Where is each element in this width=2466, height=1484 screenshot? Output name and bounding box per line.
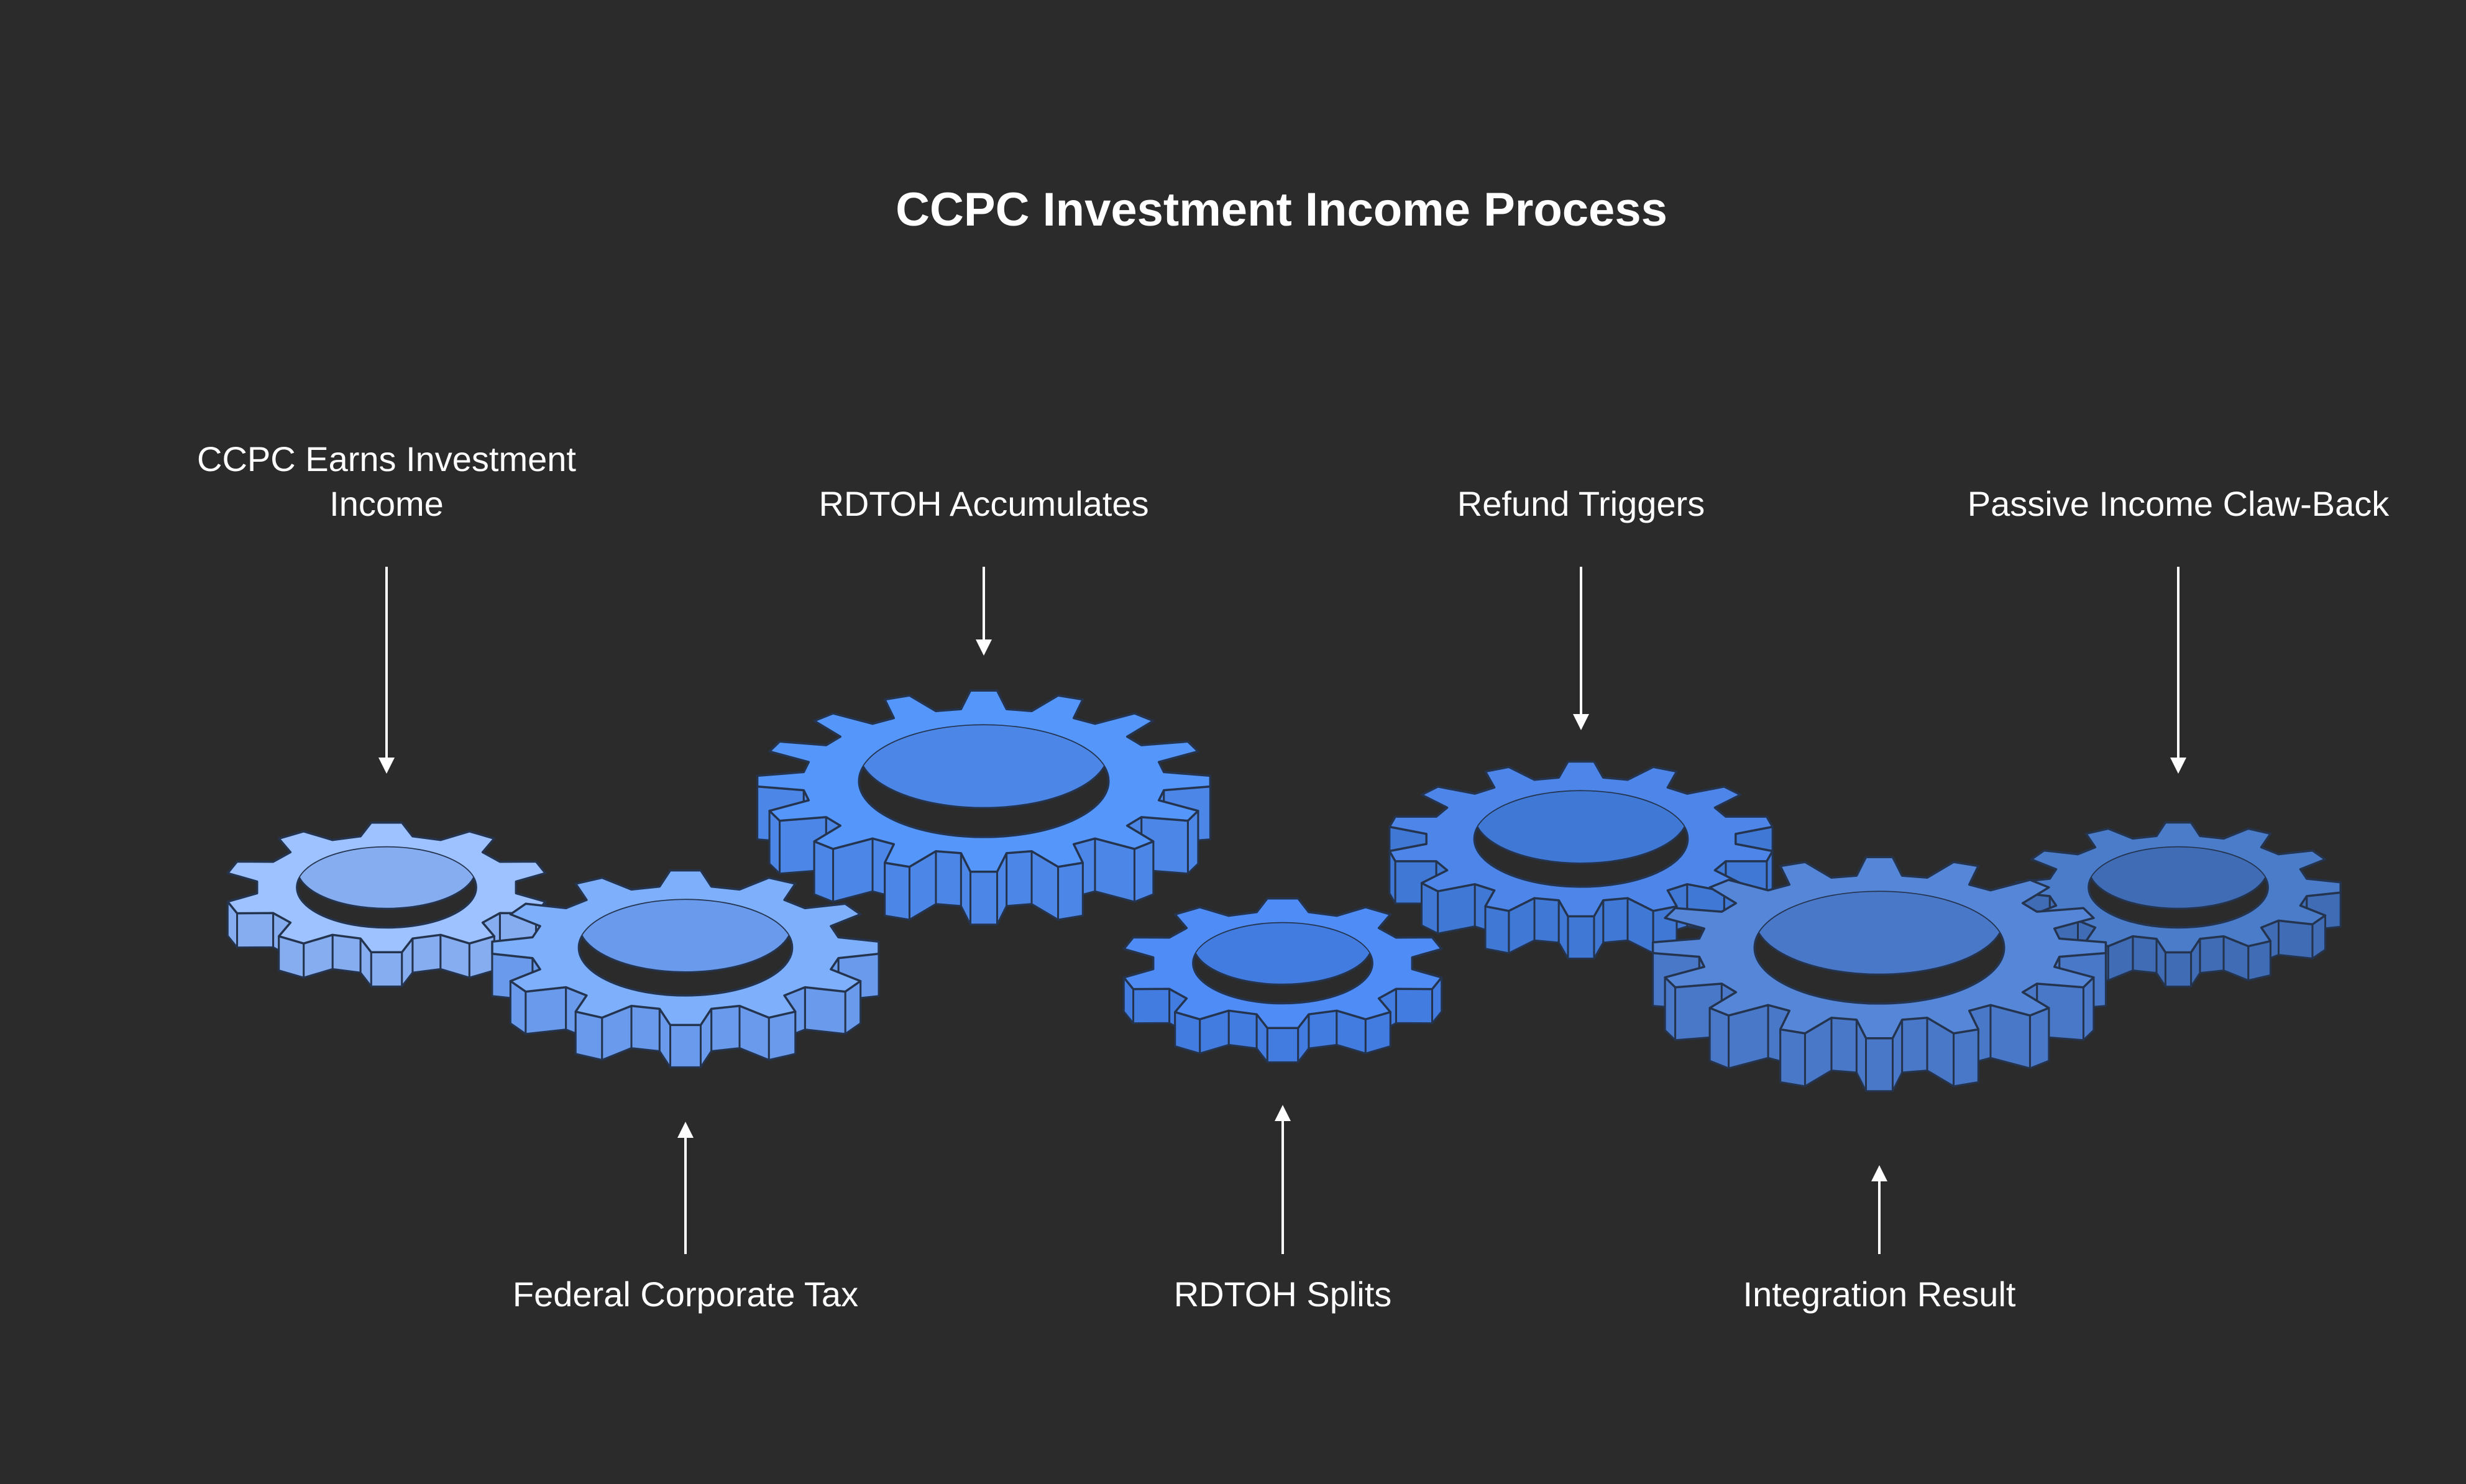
gear-side-wall — [710, 1005, 741, 1052]
gear-side-wall — [1708, 1007, 1730, 1069]
arrow-head — [378, 758, 395, 774]
arrow-head — [1871, 1165, 1887, 1181]
arrow-head — [976, 639, 992, 656]
arrow-accumulates — [976, 567, 992, 656]
gear-side-wall — [768, 1010, 797, 1061]
arrow-head — [1275, 1105, 1291, 1121]
gears-layer — [226, 689, 2342, 1092]
gear-side-wall — [1953, 1028, 1979, 1088]
gear-side-wall — [2199, 935, 2225, 974]
gear-side-wall — [1133, 840, 1155, 903]
gear-side-wall — [370, 951, 403, 987]
gear-side-wall — [1266, 1027, 1299, 1063]
step-label-clawback: Passive Income Claw-Back — [1968, 484, 2390, 523]
gear-side-wall — [236, 912, 275, 949]
step-label-line: CCPC Earns Investment — [197, 439, 576, 479]
gear-side-wall — [525, 986, 567, 1035]
gear-side-wall — [574, 1010, 603, 1061]
step-label-line: Federal Corporate Tax — [513, 1275, 858, 1314]
gear-side-wall — [669, 1024, 702, 1068]
arrow-clawback — [2170, 567, 2186, 774]
gear-side-wall — [2278, 919, 2314, 960]
gear-accumulates-bore — [859, 725, 1109, 809]
gear-side-wall — [1484, 905, 1510, 955]
step-label-integration: Integration Result — [1743, 1275, 2016, 1314]
gear-side-wall — [1865, 1037, 1894, 1092]
step-label-federal: Federal Corporate Tax — [513, 1275, 858, 1314]
gear-side-wall — [1830, 1017, 1858, 1074]
step-label-line: RDTOH Accumulates — [818, 484, 1148, 523]
gear-integration-bore — [1754, 892, 2004, 976]
gear-side-wall — [1602, 897, 1629, 944]
diagram-title: CCPC Investment Income Process — [896, 183, 1667, 236]
arrow-splits — [1275, 1105, 1291, 1254]
step-label-line: Income — [329, 484, 444, 523]
step-label-line: Refund Triggers — [1457, 484, 1705, 523]
step-label-splits: RDTOH Splits — [1174, 1275, 1392, 1314]
gear-accumulates — [756, 689, 1212, 926]
gear-side-wall — [2028, 1007, 2050, 1069]
gear-side-wall — [1227, 1009, 1258, 1050]
gear-side-wall — [2132, 935, 2158, 974]
gear-side-wall — [1779, 1028, 1806, 1088]
arrows-layer — [378, 567, 2186, 1254]
gear-side-wall — [804, 986, 846, 1035]
gear-federal — [491, 869, 880, 1068]
gear-side-wall — [884, 861, 910, 921]
gear-side-wall — [813, 840, 835, 903]
gear-side-wall — [969, 871, 998, 926]
gear-side-wall — [1057, 861, 1084, 921]
gear-side-wall — [2247, 940, 2271, 982]
gear-federal-side — [491, 936, 880, 1068]
step-label-line: RDTOH Splits — [1174, 1275, 1392, 1314]
gear-side-wall — [630, 1005, 661, 1052]
arrow-refund — [1573, 567, 1589, 730]
gear-side-wall — [1006, 850, 1033, 907]
gear-side-wall — [1567, 915, 1595, 960]
arrow-head — [1573, 714, 1589, 730]
arrow-earns — [378, 567, 395, 774]
step-label-refund: Refund Triggers — [1457, 484, 1705, 523]
gear-side-wall — [411, 933, 442, 974]
arrow-head — [2170, 758, 2186, 774]
step-label-accumulates: RDTOH Accumulates — [818, 484, 1148, 523]
gear-side-wall — [1308, 1009, 1338, 1050]
gear-side-wall — [1901, 1017, 1928, 1074]
gear-splits — [1122, 897, 1443, 1063]
gear-side-wall — [331, 933, 362, 974]
gear-side-wall — [2164, 951, 2193, 987]
gear-side-wall — [1533, 897, 1560, 944]
step-label-line: Integration Result — [1743, 1275, 2016, 1314]
arrow-integration — [1871, 1165, 1887, 1254]
arrow-federal — [677, 1122, 694, 1254]
gear-side-wall — [1437, 883, 1476, 935]
gear-integration — [1651, 856, 2107, 1092]
arrow-head — [677, 1122, 694, 1138]
gear-side-wall — [1395, 987, 1433, 1025]
gear-splits-side — [1122, 956, 1443, 1063]
step-label-line: Passive Income Claw-Back — [1968, 484, 2390, 523]
gear-side-wall — [1132, 987, 1171, 1025]
gear-side-wall — [935, 850, 962, 907]
